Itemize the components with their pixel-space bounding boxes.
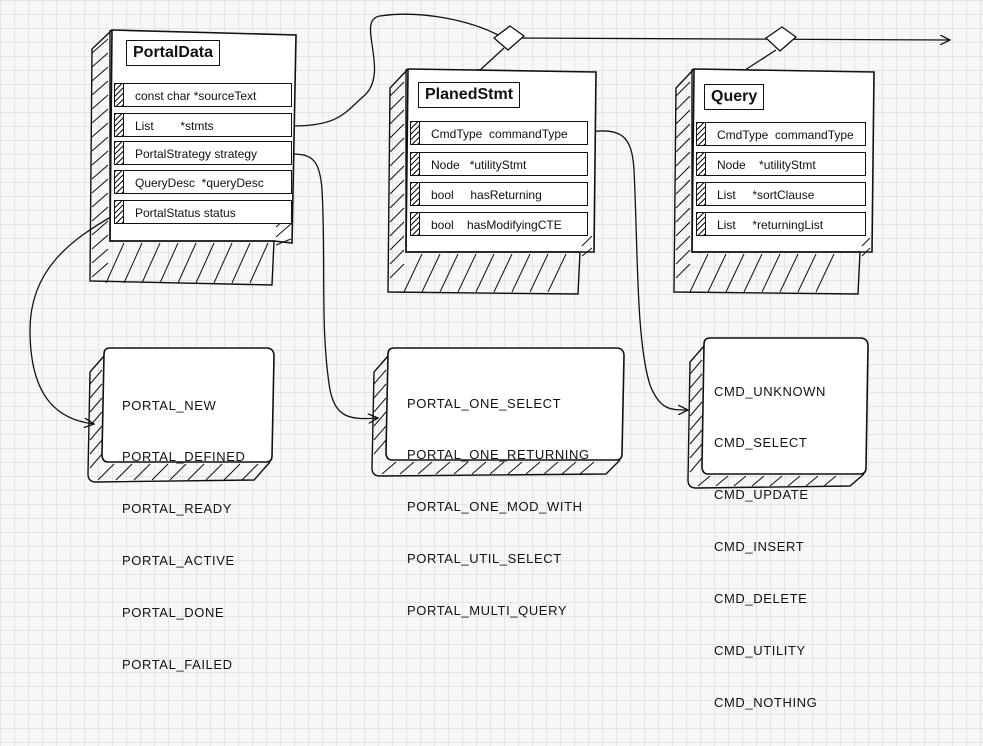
field-commandtype: CmdType commandType <box>410 121 588 145</box>
list-cell-diamond <box>764 26 798 52</box>
field-hasreturning: bool hasReturning <box>410 182 588 206</box>
enum-item: PORTAL_ONE_SELECT <box>407 395 562 411</box>
field-sortclause: List *sortClause <box>696 182 866 206</box>
list-cell-diamond <box>492 25 526 51</box>
enum-item: CMD_NOTHING <box>714 694 818 710</box>
planedstmt-struct: PlanedStmt CmdType commandType Node *uti… <box>384 66 598 295</box>
enum-item: PORTAL_DEFINED <box>122 449 246 465</box>
enum-item: CMD_UNKNOWN <box>714 383 827 399</box>
portal-strategy-enum: PORTAL_ONE_SELECT PORTAL_ONE_RETURNING P… <box>368 344 626 618</box>
enum-item: CMD_DELETE <box>714 591 808 607</box>
commandtype-connector <box>587 130 688 410</box>
enum-item: PORTAL_READY <box>122 501 233 517</box>
field-strategy: PortalStrategy strategy <box>114 141 292 165</box>
enum-item: CMD_INSERT <box>714 539 805 555</box>
portal-strategy-box-frame <box>371 347 625 477</box>
enum-item: CMD_UTILITY <box>714 643 806 659</box>
field-querydesc: QueryDesc *queryDesc <box>114 170 292 194</box>
portal-status-box-frame <box>87 347 275 483</box>
field-hasmodifyingcte: bool hasModifyingCTE <box>410 212 588 236</box>
portaldata-struct: PortalData const char *sourceText List *… <box>84 27 297 286</box>
enum-item: PORTAL_ACTIVE <box>122 553 235 569</box>
field-utilitystmt: Node *utilityStmt <box>696 152 866 176</box>
query-box-frame <box>673 68 875 295</box>
planedstmt-title: PlanedStmt <box>418 82 521 108</box>
field-returninglist: List *returningList <box>696 212 866 236</box>
enum-item: PORTAL_UTIL_SELECT <box>407 551 562 567</box>
portal-strategy-list: PORTAL_ONE_SELECT PORTAL_ONE_RETURNING P… <box>407 360 590 654</box>
field-sourcetext: const char *sourceText <box>114 83 292 107</box>
enum-item: PORTAL_ONE_MOD_WITH <box>407 499 583 515</box>
portaldata-title: PortalData <box>126 40 221 66</box>
enum-item: PORTAL_DONE <box>122 605 225 621</box>
field-status: PortalStatus status <box>114 200 292 224</box>
query-struct: Query CmdType commandType Node *utilityS… <box>670 66 876 295</box>
enum-item: CMD_SELECT <box>714 435 808 451</box>
field-utilitystmt: Node *utilityStmt <box>410 152 588 176</box>
enum-item: PORTAL_ONE_RETURNING <box>407 447 590 463</box>
portal-status-enum: PORTAL_NEW PORTAL_DEFINED PORTAL_READY P… <box>84 344 276 672</box>
field-stmts: List *stmts <box>114 113 292 137</box>
cmd-type-box-frame <box>687 337 869 489</box>
status-connector <box>29 213 117 424</box>
field-commandtype: CmdType commandType <box>696 122 866 146</box>
portal-status-list: PORTAL_NEW PORTAL_DEFINED PORTAL_READY P… <box>122 362 246 708</box>
list-chain-line <box>507 38 950 40</box>
query-title: Query <box>704 84 765 110</box>
cmd-type-enum: CMD_UNKNOWN CMD_SELECT CMD_UPDATE CMD_IN… <box>684 334 870 710</box>
enum-item: PORTAL_MULTI_QUERY <box>407 603 568 619</box>
enum-item: PORTAL_FAILED <box>122 657 233 673</box>
stmts-connector <box>291 13 501 127</box>
cmd-type-list: CMD_UNKNOWN CMD_SELECT CMD_UPDATE CMD_IN… <box>714 348 826 746</box>
enum-item: CMD_UPDATE <box>714 487 809 503</box>
strategy-connector <box>291 153 378 419</box>
enum-item: PORTAL_NEW <box>122 397 217 413</box>
